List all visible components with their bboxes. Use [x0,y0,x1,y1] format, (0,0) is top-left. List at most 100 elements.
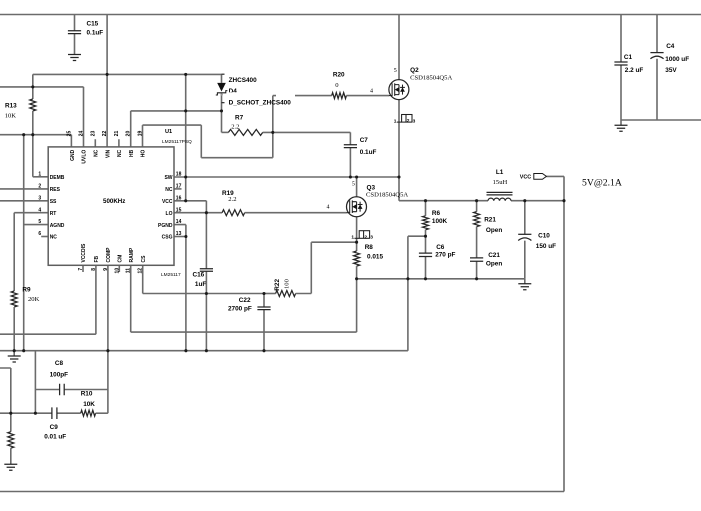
svg-text:5V@2.1A: 5V@2.1A [582,178,622,189]
svg-text:C4: C4 [666,43,675,50]
svg-text:270 pF: 270 pF [435,252,455,259]
svg-text:R13: R13 [5,103,17,110]
svg-text:2: 2 [364,234,367,240]
svg-text:LM25117: LM25117 [161,272,181,278]
svg-text:NC: NC [165,187,173,193]
svg-text:HO: HO [141,150,147,158]
svg-text:C9: C9 [50,424,59,431]
svg-text:12: 12 [138,268,144,274]
svg-text:RAMP: RAMP [129,247,135,262]
svg-text:RES: RES [50,187,61,193]
svg-text:8: 8 [91,268,97,271]
svg-text:C7: C7 [360,137,369,144]
svg-text:LO: LO [166,211,173,217]
svg-text:Open: Open [486,261,502,268]
svg-text:19: 19 [138,131,144,137]
svg-text:2: 2 [407,118,410,124]
svg-text:5: 5 [394,68,397,74]
svg-text:C15: C15 [87,21,99,28]
svg-text:0.1uF: 0.1uF [87,30,104,37]
svg-text:D_SCHOT_ZHCS400: D_SCHOT_ZHCS400 [229,99,292,106]
svg-text:CS: CS [141,255,147,263]
svg-text:11: 11 [126,268,132,274]
svg-text:R6: R6 [432,210,441,217]
svg-text:22: 22 [102,131,108,137]
svg-text:CSD18504Q5A: CSD18504Q5A [410,74,452,81]
svg-text:15: 15 [176,207,182,213]
svg-text:CM: CM [118,255,124,263]
svg-text:24: 24 [79,131,85,137]
svg-text:R8: R8 [365,244,374,251]
svg-text:100K: 100K [432,218,448,225]
svg-text:RT: RT [50,211,57,217]
svg-text:0.01 uF: 0.01 uF [44,434,66,441]
svg-text:GND: GND [70,149,76,161]
svg-text:500KHz: 500KHz [103,198,125,205]
svg-text:ZHCS400: ZHCS400 [229,77,258,84]
svg-text:17: 17 [176,184,182,190]
svg-text:16: 16 [176,195,182,201]
svg-text:4: 4 [327,205,330,211]
svg-text:13: 13 [176,231,182,237]
svg-text:1000 uF: 1000 uF [665,56,689,63]
svg-text:1: 1 [351,235,354,241]
svg-text:1: 1 [394,119,397,125]
svg-text:5: 5 [38,219,41,225]
svg-text:20: 20 [126,131,132,137]
svg-text:UVLO: UVLO [82,150,88,164]
svg-text:NC: NC [117,149,123,157]
svg-text:VCC: VCC [162,199,173,205]
svg-text:R21: R21 [484,216,496,223]
svg-text:21: 21 [114,131,120,137]
svg-text:PGND: PGND [158,223,173,229]
svg-text:CSD18504Q5A: CSD18504Q5A [366,192,408,199]
svg-text:5: 5 [352,182,355,188]
svg-text:1uF: 1uF [195,281,206,288]
svg-text:D4: D4 [229,88,238,95]
svg-text:HB: HB [129,149,135,157]
svg-text:150 uF: 150 uF [536,243,556,250]
svg-text:CSG: CSG [162,235,173,241]
svg-text:3: 3 [370,235,373,241]
svg-text:C10: C10 [538,232,550,239]
svg-text:2.2: 2.2 [231,123,239,130]
svg-text:2: 2 [38,184,41,190]
svg-text:NC: NC [50,235,58,241]
svg-text:6: 6 [38,231,41,237]
svg-text:3: 3 [38,195,41,201]
svg-text:7: 7 [78,268,84,271]
svg-text:U1: U1 [165,129,172,135]
svg-text:2.2 uF: 2.2 uF [625,67,644,74]
svg-text:R9: R9 [22,287,31,294]
svg-text:VIN: VIN [105,149,111,158]
svg-text:Q3: Q3 [367,184,376,191]
svg-text:AGND: AGND [50,223,65,229]
svg-text:0.015: 0.015 [367,254,383,261]
svg-text:35V: 35V [665,67,677,74]
svg-text:20K: 20K [28,296,40,303]
svg-text:Open: Open [486,227,502,234]
svg-text:15uH: 15uH [493,179,508,186]
svg-text:10K: 10K [83,401,95,408]
svg-text:C8: C8 [55,360,64,367]
svg-text:C21: C21 [488,252,500,259]
svg-text:100: 100 [283,278,290,289]
svg-text:1: 1 [38,172,41,178]
svg-text:R7: R7 [235,115,244,122]
svg-text:Q2: Q2 [410,67,419,74]
svg-text:10K: 10K [5,112,17,119]
svg-text:18: 18 [176,172,182,178]
svg-text:C1: C1 [624,54,633,61]
svg-text:VCCDIS: VCCDIS [81,243,87,263]
svg-text:L1: L1 [496,169,504,176]
svg-text:2700 pF: 2700 pF [228,306,252,313]
svg-text:9: 9 [103,268,109,271]
svg-text:R10: R10 [81,390,93,397]
svg-text:2.2: 2.2 [228,196,236,203]
svg-text:R22: R22 [274,279,281,291]
svg-text:25: 25 [67,131,73,137]
svg-text:10: 10 [114,268,120,274]
svg-text:FB: FB [94,255,100,262]
svg-text:LM25117PSQ: LM25117PSQ [162,139,192,145]
svg-text:3: 3 [413,119,416,125]
